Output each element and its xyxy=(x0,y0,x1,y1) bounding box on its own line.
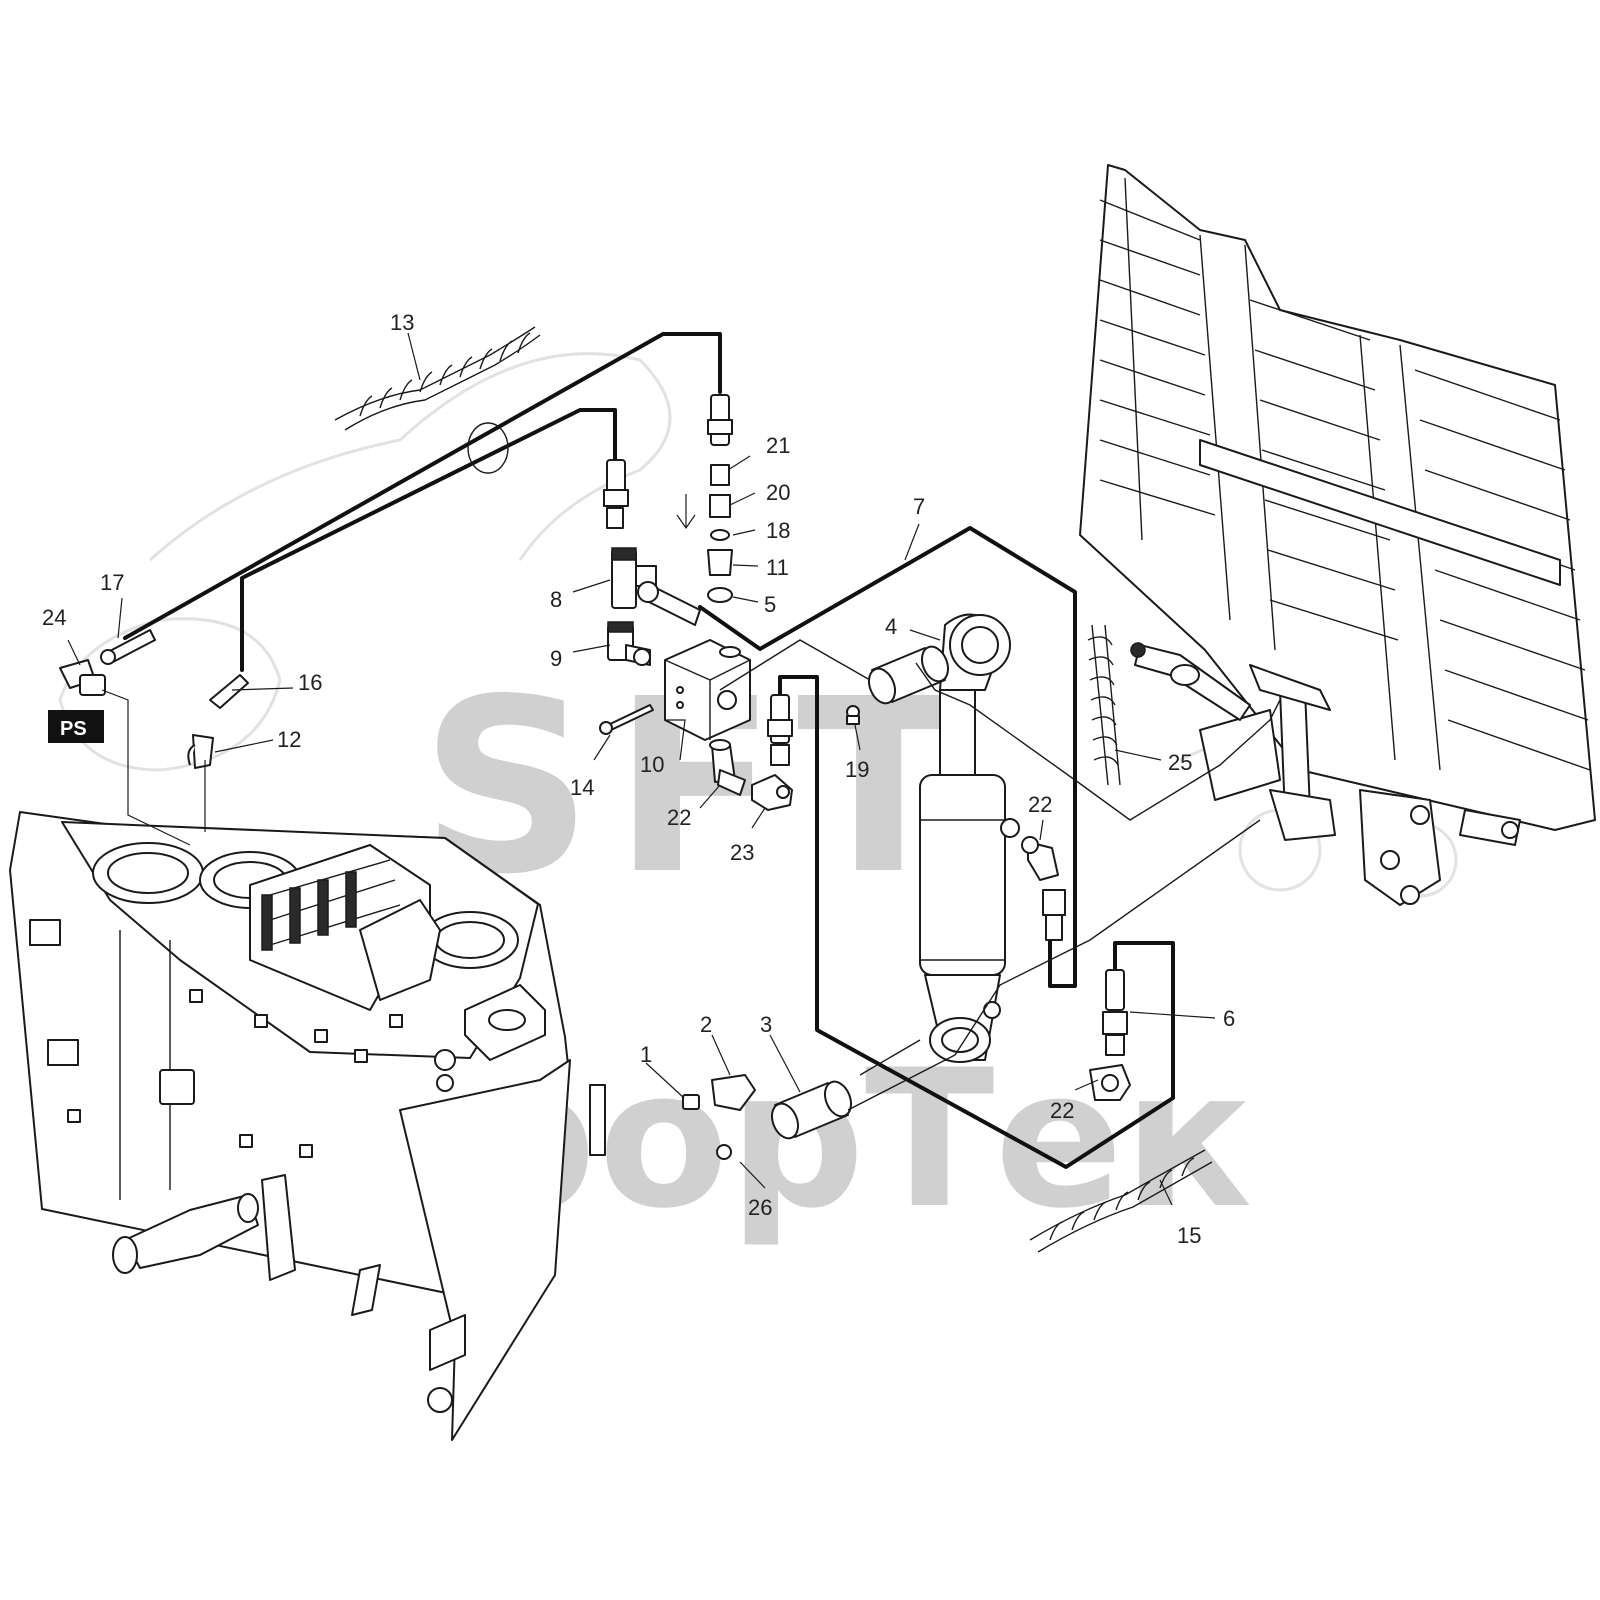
callout-3: 3 xyxy=(760,1012,772,1037)
callout-9: 9 xyxy=(550,646,562,671)
part-25-spiral-guard xyxy=(1087,624,1121,786)
callout-14: 14 xyxy=(570,775,594,800)
callout-4: 4 xyxy=(885,614,897,639)
part-6-hose-end xyxy=(1102,969,1128,1056)
fitting-hose-end-mid xyxy=(767,694,793,766)
callout-20: 20 xyxy=(766,480,790,505)
part-8-tee-fitting xyxy=(611,547,657,609)
callout-18: 18 xyxy=(766,518,790,543)
leader-lines xyxy=(67,332,1281,1206)
part-3-pin xyxy=(770,1080,853,1140)
callout-1: 1 xyxy=(640,1042,652,1067)
callout-16: 16 xyxy=(298,670,322,695)
callout-25: 25 xyxy=(1168,750,1192,775)
left-hose-fittings xyxy=(59,629,249,769)
part-22-elbow-right xyxy=(1021,836,1066,941)
callout-6: 6 xyxy=(1223,1006,1235,1031)
callout-8: 8 xyxy=(550,587,562,612)
callout-15: 15 xyxy=(1177,1223,1201,1248)
part-14-bolt xyxy=(599,704,654,735)
callout-13: 13 xyxy=(390,310,414,335)
part-13-spiral-guard xyxy=(334,326,541,474)
part-23-elbow xyxy=(751,774,793,811)
part-15-spiral-guard xyxy=(1029,1149,1213,1253)
part-22-elbow-lower xyxy=(1089,1064,1131,1101)
down-arrow-icon xyxy=(676,494,696,530)
callout-7: 7 xyxy=(913,494,925,519)
callout-5: 5 xyxy=(764,592,776,617)
callout-2: 2 xyxy=(700,1012,712,1037)
callout-19: 19 xyxy=(845,757,869,782)
callout-22-upper: 22 xyxy=(667,805,691,830)
part-2-retainer-plate xyxy=(711,1074,756,1111)
hydraulic-pipes xyxy=(123,332,1175,1169)
part-5-hose-adapter xyxy=(637,581,701,626)
radiator-grille-panel xyxy=(1079,164,1596,906)
part-10-valve-block xyxy=(664,639,751,741)
control-valve-block xyxy=(249,844,441,1011)
hydraulic-cylinder xyxy=(919,613,1020,1063)
small-square-nuts xyxy=(29,919,403,1158)
part-9-elbow xyxy=(607,621,651,666)
pipe-6 xyxy=(778,675,1175,1169)
fittings-upper xyxy=(603,394,733,603)
callout-24: 24 xyxy=(42,605,66,630)
callout-23: 23 xyxy=(730,840,754,865)
part-1-screw xyxy=(682,1094,700,1110)
pipe-7 xyxy=(698,526,1077,988)
callout-10: 10 xyxy=(640,752,664,777)
part-4-pin xyxy=(867,645,950,705)
callout-17: 17 xyxy=(100,570,124,595)
pipe-upper xyxy=(123,332,722,640)
callout-22-lower: 22 xyxy=(1050,1098,1074,1123)
ps-badge-label: PS xyxy=(60,718,87,740)
callout-labels: 1 2 3 4 5 6 7 8 9 10 11 12 13 14 15 16 1… xyxy=(42,310,1235,1248)
part-26-grease-nipple xyxy=(716,1144,732,1160)
part-19-grease-nipple xyxy=(846,705,860,725)
callout-11: 11 xyxy=(766,555,789,580)
machine-body xyxy=(9,811,606,1441)
callout-26: 26 xyxy=(748,1195,772,1220)
part-22-elbow-upper xyxy=(709,739,746,796)
callout-21: 21 xyxy=(766,433,790,458)
ps-badge: PS xyxy=(48,710,104,743)
callout-22-right: 22 xyxy=(1028,792,1052,817)
callout-12: 12 xyxy=(277,727,301,752)
pipe-lower xyxy=(240,408,617,672)
